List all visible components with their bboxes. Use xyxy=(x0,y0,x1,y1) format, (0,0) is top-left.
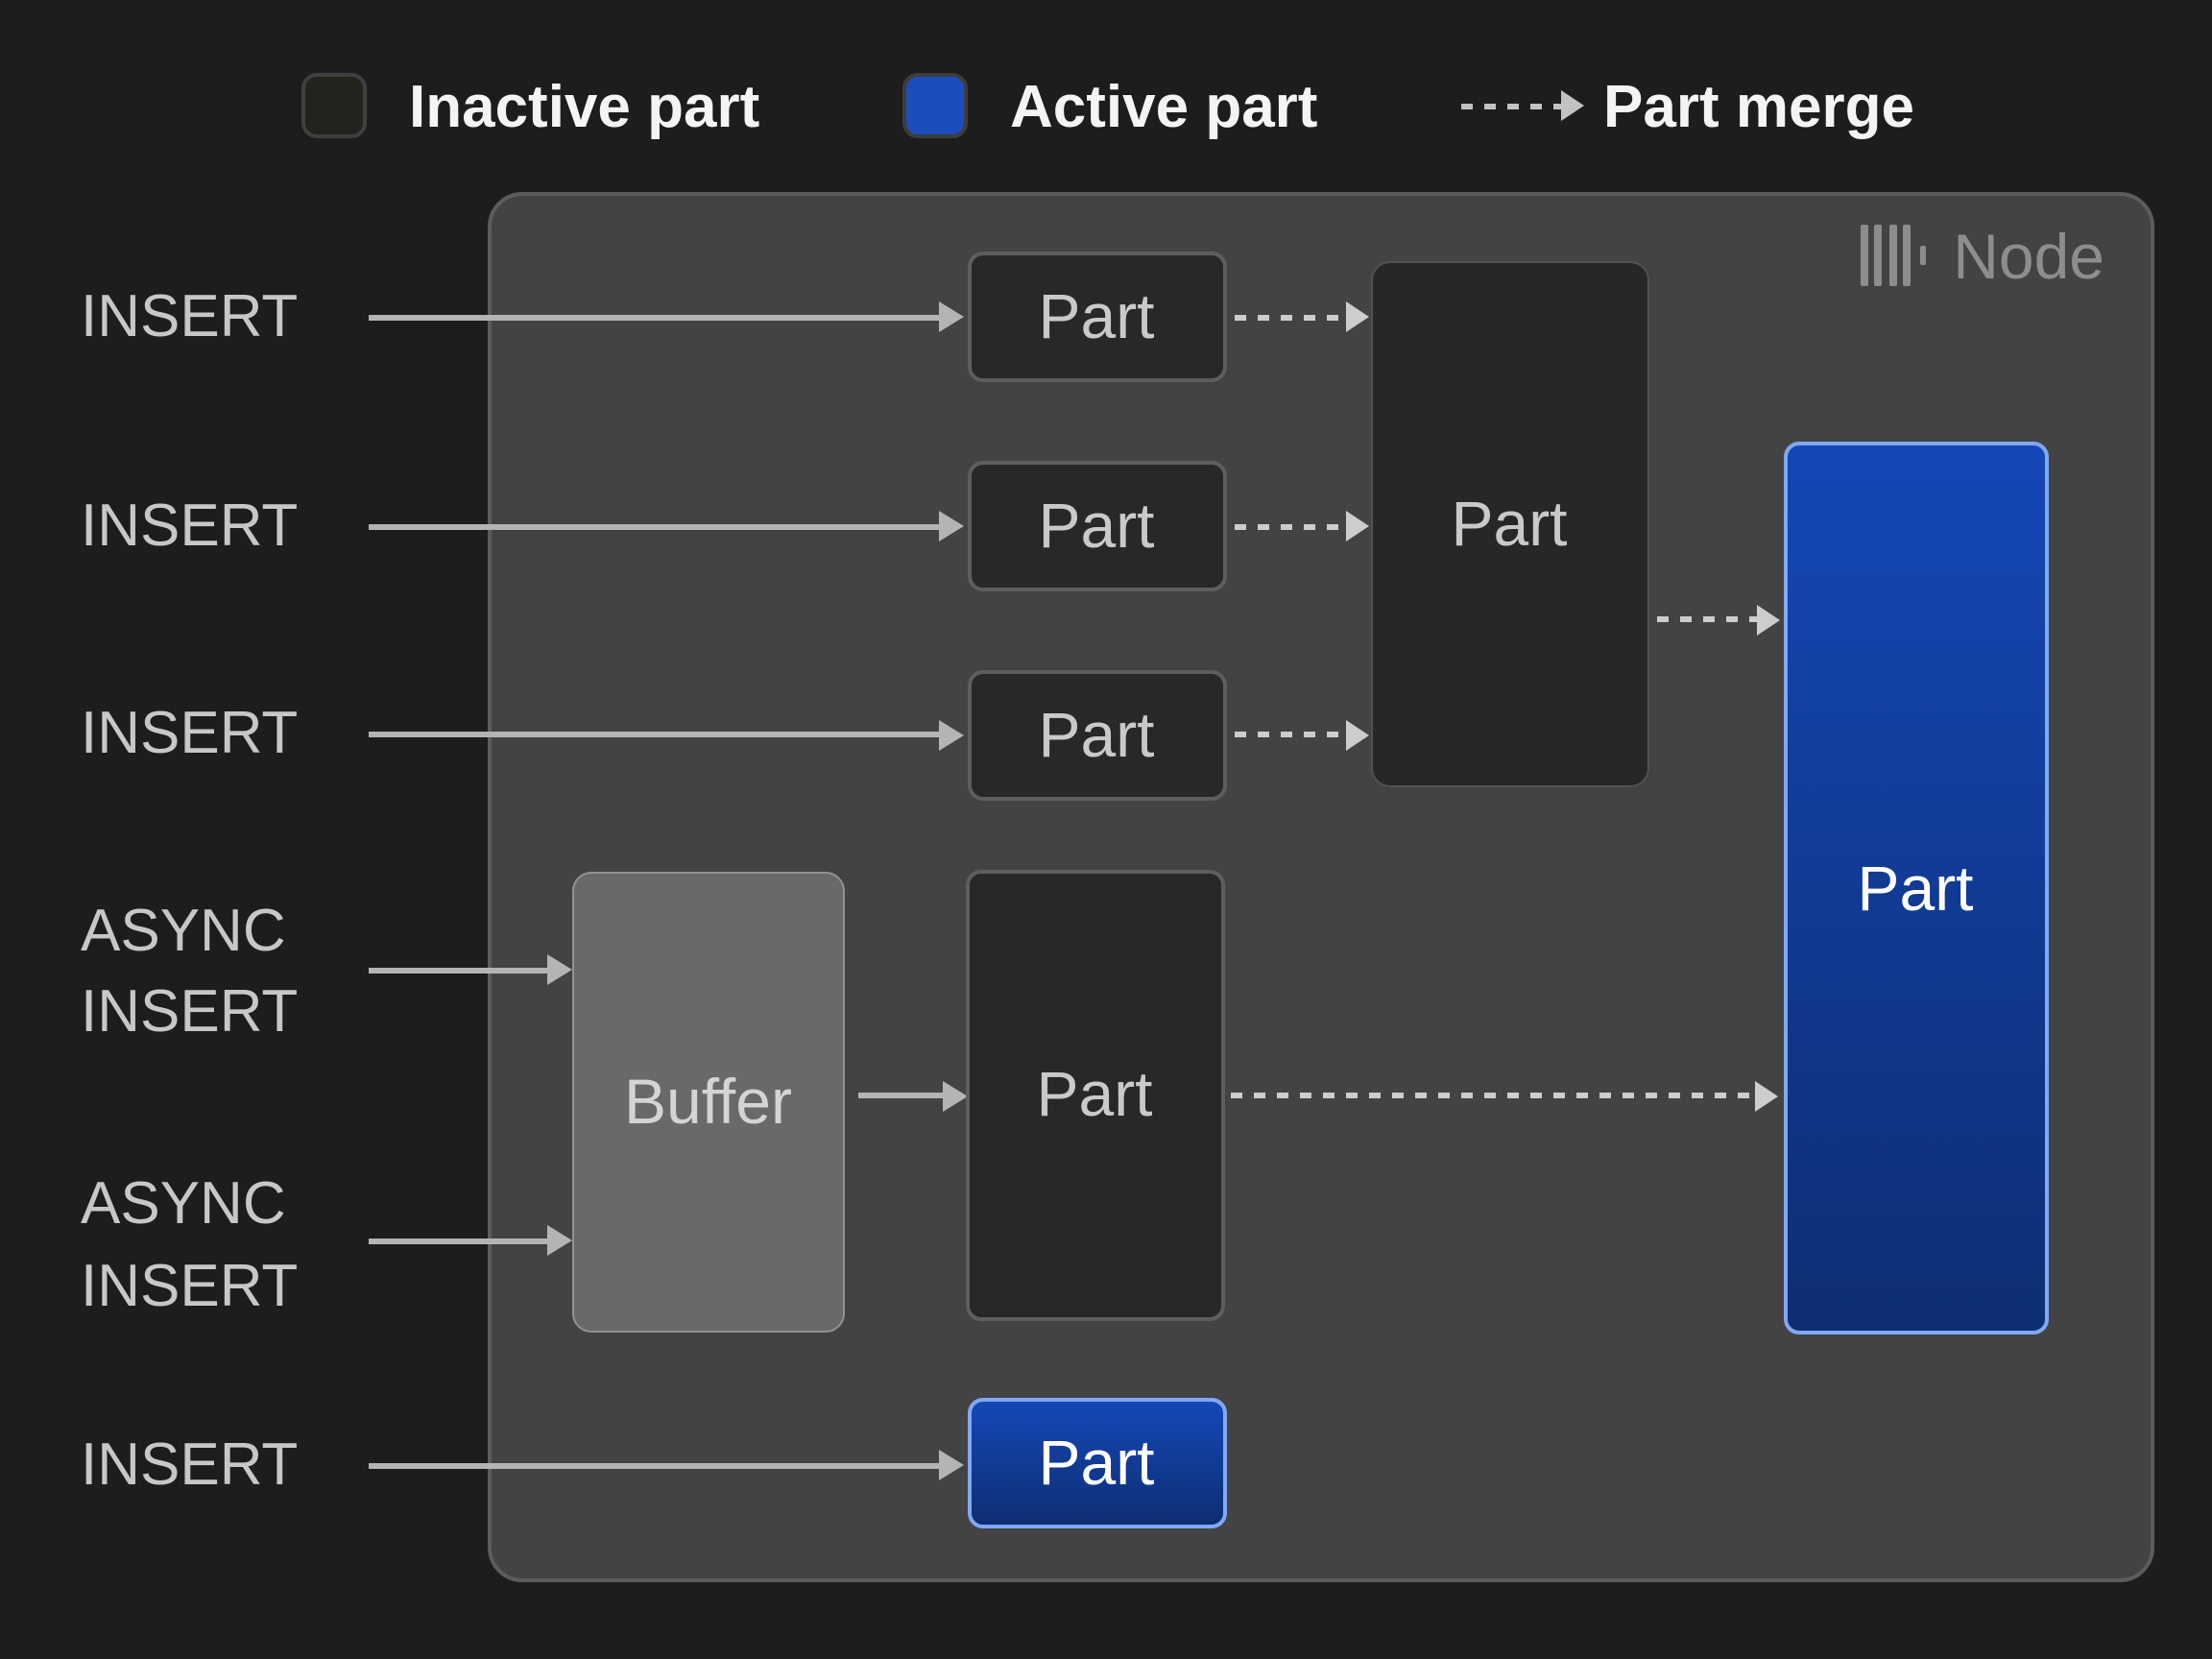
insert-arrow-4 xyxy=(368,1462,938,1468)
legend-inactive-label: Inactive part xyxy=(409,72,760,139)
legend-merge-label: Part merge xyxy=(1603,72,1914,139)
merged-part-box: Part xyxy=(1370,261,1648,787)
active-part-box: Part xyxy=(1783,442,2048,1334)
active-part-box-small: Part xyxy=(967,1397,1226,1527)
legend-item-active: Active part xyxy=(902,69,1317,142)
active-part-label: Part xyxy=(1857,852,1974,923)
part-box-3-label: Part xyxy=(1038,698,1155,769)
buffer-box: Buffer xyxy=(571,871,845,1332)
active-part-swatch xyxy=(902,73,968,138)
legend-active-label: Active part xyxy=(1010,72,1318,139)
merge-arrow-2 xyxy=(1234,523,1345,529)
insert-label-4: INSERT xyxy=(81,1430,299,1497)
merged-part-label: Part xyxy=(1451,488,1568,559)
async-insert-2-line2: INSERT xyxy=(81,1251,299,1318)
part-box-2: Part xyxy=(967,461,1226,591)
part-box-3: Part xyxy=(967,669,1226,800)
merge-arrow-long xyxy=(1231,1093,1755,1098)
inactive-part-swatch xyxy=(301,73,367,138)
async-insert-1-line1: ASYNC xyxy=(81,896,286,963)
buffer-label: Buffer xyxy=(624,1065,792,1136)
merge-arrow-1 xyxy=(1234,314,1345,320)
async-insert-label-2: ASYNC INSERT xyxy=(81,1164,298,1327)
node-header: Node xyxy=(1860,223,2104,288)
merge-arrow-to-active xyxy=(1656,616,1756,622)
part-box-1-label: Part xyxy=(1038,280,1155,351)
merge-arrow-3 xyxy=(1234,732,1345,737)
part-merge-arrow-icon xyxy=(1461,103,1561,108)
legend-item-inactive: Inactive part xyxy=(301,69,759,142)
buffered-part-box: Part xyxy=(965,869,1224,1320)
insert-label-3: INSERT xyxy=(81,699,299,766)
insert-arrow-3 xyxy=(368,732,938,737)
insert-label-1: INSERT xyxy=(81,281,299,349)
async-insert-2-line1: ASYNC xyxy=(81,1169,286,1237)
clickhouse-logo-icon xyxy=(1860,223,1927,288)
insert-arrow-1 xyxy=(368,314,938,320)
part-box-1: Part xyxy=(967,252,1226,382)
async-insert-arrow-1 xyxy=(368,967,546,973)
node-title: Node xyxy=(1953,220,2104,291)
async-insert-label-1: ASYNC INSERT xyxy=(81,890,298,1053)
part-box-2-label: Part xyxy=(1038,490,1155,561)
async-insert-arrow-2 xyxy=(368,1238,546,1243)
buffer-to-part-arrow xyxy=(858,1093,943,1098)
insert-label-2: INSERT xyxy=(81,491,299,558)
insert-arrow-2 xyxy=(368,523,938,529)
active-part-small-label: Part xyxy=(1038,1426,1155,1497)
buffered-part-label: Part xyxy=(1036,1058,1153,1129)
legend-item-merge: Part merge xyxy=(1461,69,1914,142)
async-insert-1-line2: INSERT xyxy=(81,977,299,1045)
